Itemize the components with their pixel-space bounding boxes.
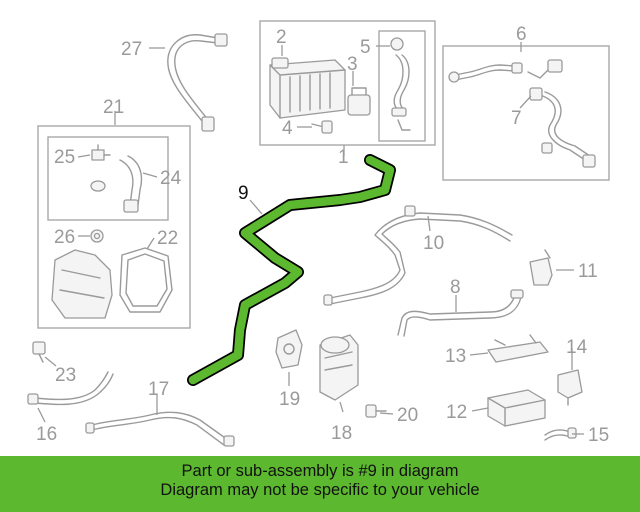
callout-11: 11: [578, 261, 598, 282]
callout-1: 1: [338, 147, 349, 168]
parts-diagram: 27 2 3 4 5 6 7 21 25 24 26 22 1 9 10 11 …: [27, 20, 610, 447]
part-5-hose[interactable]: [390, 37, 411, 131]
callout-2: 2: [276, 27, 287, 48]
callout-4: 4: [282, 118, 293, 139]
callout-19: 19: [279, 389, 300, 410]
callout-18: 18: [331, 423, 352, 444]
part-20-bolt[interactable]: [365, 404, 387, 418]
callout-10: 10: [423, 233, 444, 254]
callout-20: 20: [397, 405, 418, 426]
group-box-5: [378, 30, 426, 142]
part-16-sensor[interactable]: [27, 371, 114, 406]
part-14-sensor[interactable]: [557, 369, 583, 406]
info-banner: Part or sub-assembly is #9 in diagram Di…: [0, 456, 640, 512]
callout-7: 7: [511, 108, 522, 129]
part-18-egr-valve[interactable]: [319, 334, 359, 401]
callout-12: 12: [446, 402, 467, 423]
part-2-canister[interactable]: [269, 57, 346, 119]
part-22-gasket[interactable]: [119, 247, 173, 313]
part-9-tube[interactable]: [187, 154, 396, 386]
callout-21: 21: [103, 97, 124, 118]
group-box-6: [442, 45, 610, 181]
callout-14: 14: [566, 337, 588, 358]
callout-3: 3: [347, 54, 358, 75]
part-12-solenoid[interactable]: [487, 389, 546, 427]
callout-9: 9: [238, 183, 249, 204]
part-15-hose[interactable]: [544, 427, 577, 441]
callout-6: 6: [516, 24, 527, 45]
part-6-hose[interactable]: [448, 59, 563, 83]
callout-22: 22: [157, 228, 178, 249]
callout-5: 5: [360, 37, 371, 58]
part-21-housing[interactable]: [51, 249, 113, 319]
part-25-valve[interactable]: [90, 144, 111, 192]
group-box-21: [37, 125, 191, 329]
part-11-valve[interactable]: [529, 249, 553, 286]
callout-24: 24: [160, 168, 182, 189]
callout-13: 13: [445, 346, 466, 367]
callout-25: 25: [54, 147, 75, 168]
part-17-sensor[interactable]: [85, 411, 235, 447]
part-19-gasket[interactable]: [275, 329, 303, 369]
group-box-1: [259, 20, 436, 146]
part-27-tube[interactable]: [167, 33, 228, 132]
leader-lines: [37, 42, 584, 435]
callout-8: 8: [450, 277, 461, 298]
part-4-bolt[interactable]: [311, 120, 333, 134]
part-26-seal[interactable]: [90, 229, 104, 243]
callout-23: 23: [55, 365, 76, 386]
callout-26: 26: [54, 227, 75, 248]
part-8-tube[interactable]: [397, 289, 524, 337]
part-24-tube[interactable]: [119, 155, 143, 213]
part-10-tube[interactable]: [323, 205, 513, 306]
part-7-hose[interactable]: [529, 87, 596, 168]
banner-line-1: Part or sub-assembly is #9 in diagram: [181, 462, 459, 480]
group-box-24: [47, 136, 169, 221]
banner-line-2: Diagram may not be specific to your vehi…: [160, 481, 480, 499]
part-23-bolt[interactable]: [32, 341, 46, 363]
part-3-solenoid[interactable]: [347, 87, 371, 116]
part-13-bracket[interactable]: [487, 334, 549, 363]
callout-27: 27: [121, 39, 142, 60]
callout-17: 17: [148, 379, 169, 400]
callout-16: 16: [36, 424, 57, 445]
callout-15: 15: [588, 425, 609, 446]
